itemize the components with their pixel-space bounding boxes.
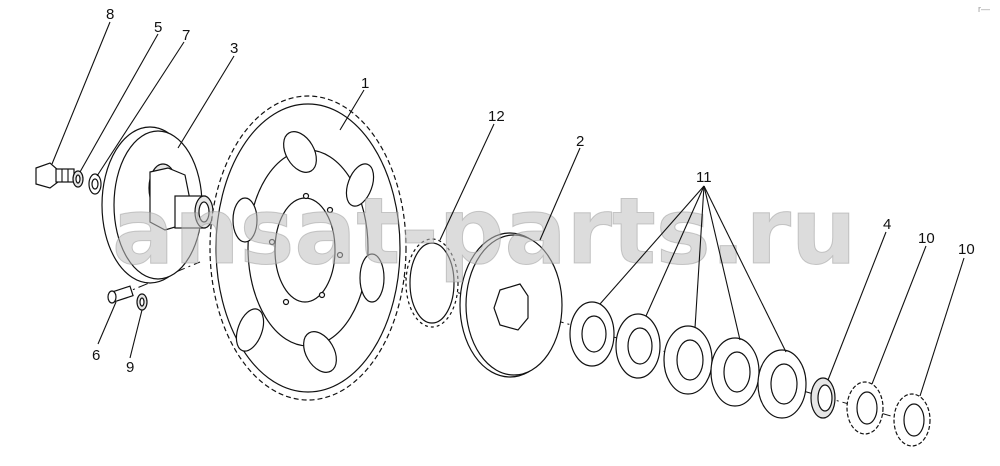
part-5-washer	[72, 170, 84, 188]
part-11-discs	[569, 301, 807, 419]
part-7-washer	[88, 173, 102, 195]
callout-11: 11	[696, 169, 712, 186]
part-10-nut-a	[846, 381, 884, 435]
callout-4: 4	[883, 216, 891, 233]
part-9-washer	[136, 293, 148, 311]
corner-mark: r—	[978, 4, 990, 14]
part-6-screw	[107, 285, 134, 304]
callout-5: 5	[154, 19, 162, 36]
callout-10b: 10	[958, 241, 975, 258]
leader-lines	[51, 21, 965, 397]
part-10-nut-b	[893, 393, 931, 447]
callout-9: 9	[126, 359, 134, 376]
part-8-bolt	[35, 162, 75, 189]
callout-3: 3	[230, 40, 238, 57]
part-4-ring	[810, 377, 836, 419]
part-3-hub	[101, 126, 214, 284]
part-12-ball-ring	[405, 238, 459, 328]
watermark: ansat-parts.ru	[112, 178, 856, 285]
callout-6: 6	[92, 347, 100, 364]
callout-7: 7	[182, 27, 190, 44]
callouts: 8 5 7 3 1 12 2 11 4 10 10 6 9	[92, 6, 975, 376]
callout-8: 8	[106, 6, 114, 23]
part-1-sprocket	[209, 95, 407, 401]
callout-10a: 10	[918, 230, 935, 247]
callout-1: 1	[361, 75, 369, 92]
callout-12: 12	[488, 108, 505, 125]
callout-2: 2	[576, 133, 584, 150]
part-2-disc	[459, 232, 563, 378]
